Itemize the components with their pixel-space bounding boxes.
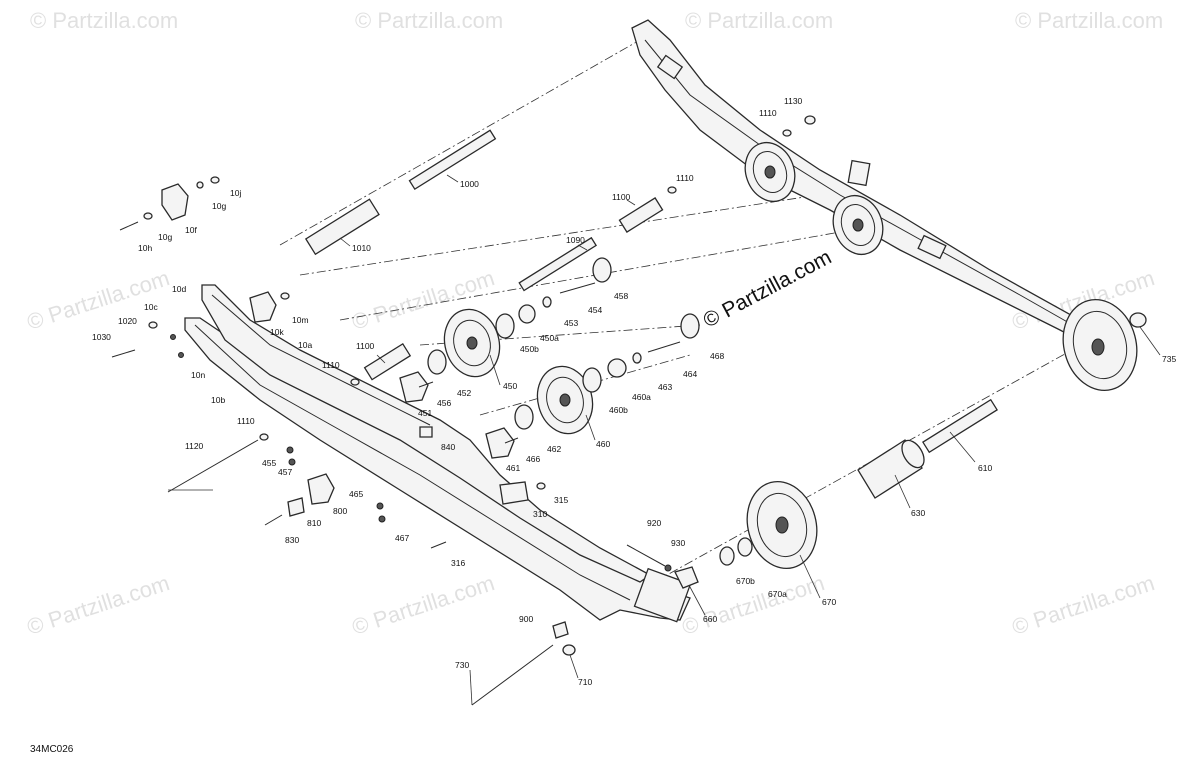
watermark: © Partzilla.com — [355, 8, 503, 33]
part-label[interactable]: 452 — [457, 388, 471, 398]
wheel-670 — [746, 480, 818, 570]
axle-1090 — [518, 236, 598, 292]
part-label[interactable]: 451 — [418, 408, 432, 418]
part-label[interactable]: 450 — [503, 381, 517, 391]
part-label[interactable]: 10j — [230, 188, 241, 198]
rail-wheel-middle — [832, 194, 884, 256]
watermark: © Partzilla.com — [1009, 570, 1158, 640]
part-label[interactable]: 467 — [395, 533, 409, 543]
part-label[interactable]: 1130 — [784, 96, 803, 106]
part-label[interactable]: 670 — [822, 597, 836, 607]
part-label[interactable]: 735 — [1162, 354, 1176, 364]
part-label[interactable]: 1090 — [566, 235, 585, 245]
spacer-1100-upper — [618, 197, 664, 233]
part-label[interactable]: 462 — [547, 444, 561, 454]
part-label[interactable]: 1000 — [460, 179, 479, 189]
watermark: © Partzilla.com — [349, 570, 498, 640]
part-label[interactable]: 457 — [278, 467, 292, 477]
part-label[interactable]: 10c — [144, 302, 158, 312]
part-label[interactable]: 10n — [191, 370, 205, 380]
part-label[interactable]: 930 — [671, 538, 685, 548]
part-label[interactable]: 1110 — [322, 360, 340, 370]
part-label[interactable]: 460 — [596, 439, 610, 449]
part-label[interactable]: 1100 — [356, 341, 375, 351]
part-label[interactable]: 670a — [768, 589, 787, 599]
part-label[interactable]: 830 — [285, 535, 299, 545]
part-label[interactable]: 1100 — [612, 192, 631, 202]
part-label[interactable]: 468 — [710, 351, 724, 361]
part-label[interactable]: 810 — [307, 518, 321, 528]
watermark: © Partzilla.com — [1015, 8, 1163, 33]
part-label[interactable]: 315 — [554, 495, 568, 505]
sleeve-630 — [857, 439, 925, 499]
small-parts — [143, 115, 816, 656]
watermark-main: © Partzilla.com — [700, 246, 836, 333]
part-label[interactable]: 730 — [455, 660, 469, 670]
part-label[interactable]: 10f — [185, 225, 197, 235]
part-label[interactable]: 10h — [138, 243, 152, 253]
part-label[interactable]: 10m — [292, 315, 309, 325]
part-label[interactable]: 10a — [298, 340, 312, 350]
part-label[interactable]: 455 — [262, 458, 276, 468]
part-label[interactable]: 670b — [736, 576, 755, 586]
rail-wheel-rear — [1062, 298, 1138, 392]
part-label[interactable]: 1110 — [237, 416, 255, 426]
part-label[interactable]: 1110 — [676, 173, 694, 183]
part-label[interactable]: 1030 — [92, 332, 111, 342]
part-label[interactable]: 1010 — [352, 243, 371, 253]
end-cap-735 — [1129, 312, 1147, 328]
brackets-and-bolts — [111, 183, 699, 706]
part-label[interactable]: 464 — [683, 369, 697, 379]
part-label[interactable]: 465 — [349, 489, 363, 499]
watermark: © Partzilla.com — [685, 8, 833, 33]
rail-wheel-upper — [744, 141, 796, 203]
leader-lines — [168, 174, 1161, 706]
part-label[interactable]: 10d — [172, 284, 186, 294]
part-label[interactable]: 920 — [647, 518, 661, 528]
part-label[interactable]: 463 — [658, 382, 672, 392]
part-label[interactable]: 10g — [158, 232, 172, 242]
part-label[interactable]: 453 — [564, 318, 578, 328]
slide-rail — [184, 284, 692, 623]
part-label[interactable]: 450a — [540, 333, 559, 343]
rear-suspension-rail — [631, 19, 1102, 346]
part-label[interactable]: 450b — [520, 344, 539, 354]
spacer-1100-lower — [363, 342, 412, 381]
part-label[interactable]: 461 — [506, 463, 520, 473]
part-label[interactable]: 454 — [588, 305, 602, 315]
part-label[interactable]: 10g — [212, 201, 226, 211]
part-label[interactable]: 1020 — [118, 316, 137, 326]
part-label[interactable]: 10b — [211, 395, 225, 405]
part-label[interactable]: 10k — [270, 327, 284, 337]
watermark: © Partzilla.com — [24, 570, 173, 640]
part-label[interactable]: 630 — [911, 508, 925, 518]
part-label[interactable]: 710 — [578, 677, 592, 687]
part-labels: 1000 1010 1090 1100 1100 1110 1110 1110 … — [92, 96, 1176, 687]
diagram-code: 34MC026 — [30, 744, 74, 755]
tube-1010 — [304, 198, 380, 256]
axle-1000 — [408, 129, 497, 191]
part-label[interactable]: 800 — [333, 506, 347, 516]
wheel-460 — [536, 365, 594, 435]
part-label[interactable]: 460a — [632, 392, 651, 402]
part-label[interactable]: 840 — [441, 442, 455, 452]
part-label[interactable]: 660 — [703, 614, 717, 624]
tube-610 — [922, 398, 998, 454]
part-label[interactable]: 316 — [451, 558, 465, 568]
part-label[interactable]: 466 — [526, 454, 540, 464]
part-label[interactable]: 1120 — [185, 441, 204, 451]
part-label[interactable]: 456 — [437, 398, 451, 408]
part-label[interactable]: 610 — [978, 463, 992, 473]
wheel-450 — [443, 308, 501, 378]
part-label[interactable]: 460b — [609, 405, 628, 415]
part-label[interactable]: 1110 — [759, 108, 777, 118]
part-label[interactable]: 900 — [519, 614, 533, 624]
watermark: © Partzilla.com — [30, 8, 178, 33]
part-label[interactable]: 458 — [614, 291, 628, 301]
part-label[interactable]: 310 — [533, 509, 547, 519]
